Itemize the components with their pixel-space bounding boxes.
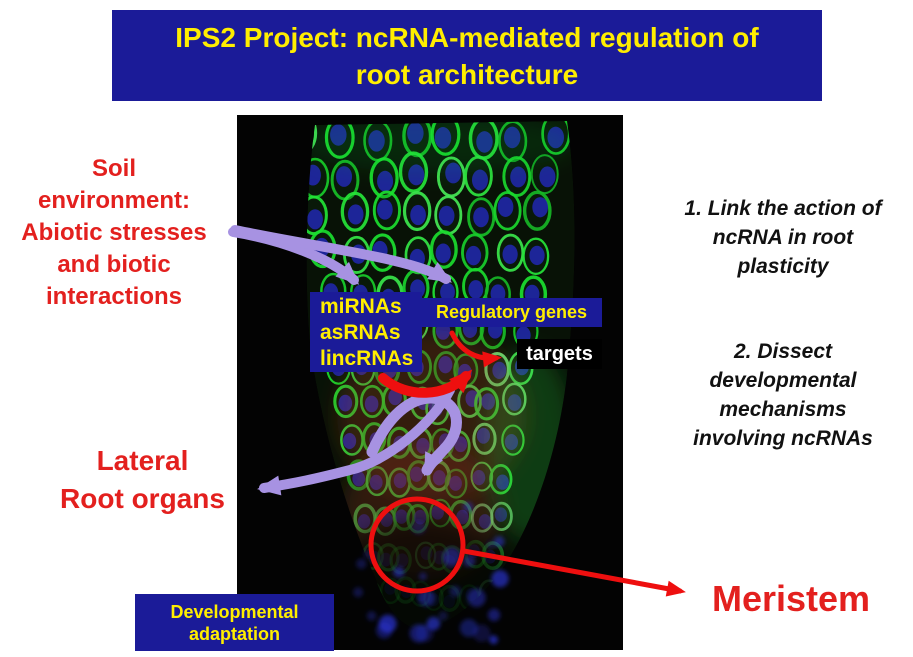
slide-title: IPS2 Project: ncRNA-mediated regulation … bbox=[112, 10, 822, 101]
objective-1: 1. Link the action of ncRNA in root plas… bbox=[684, 197, 882, 278]
meristem-label: Meristem bbox=[712, 578, 871, 619]
targets-box: targets bbox=[517, 339, 602, 369]
soil-environment-label: Soil environment: Abiotic stresses and b… bbox=[21, 155, 207, 310]
developmental-adaptation-box: Developmental adaptation bbox=[135, 594, 334, 651]
regulatory-genes-box: Regulatory genes bbox=[421, 298, 602, 327]
root-tip-micrograph bbox=[237, 115, 623, 650]
root-confocal-image bbox=[237, 115, 623, 650]
ncrnas-box: miRNAs asRNAs lincRNAs bbox=[310, 292, 422, 372]
lateral-root-organs-label: Lateral Root organs bbox=[60, 445, 225, 514]
objective-2: 2. Dissect developmental mechanisms invo… bbox=[693, 340, 873, 450]
